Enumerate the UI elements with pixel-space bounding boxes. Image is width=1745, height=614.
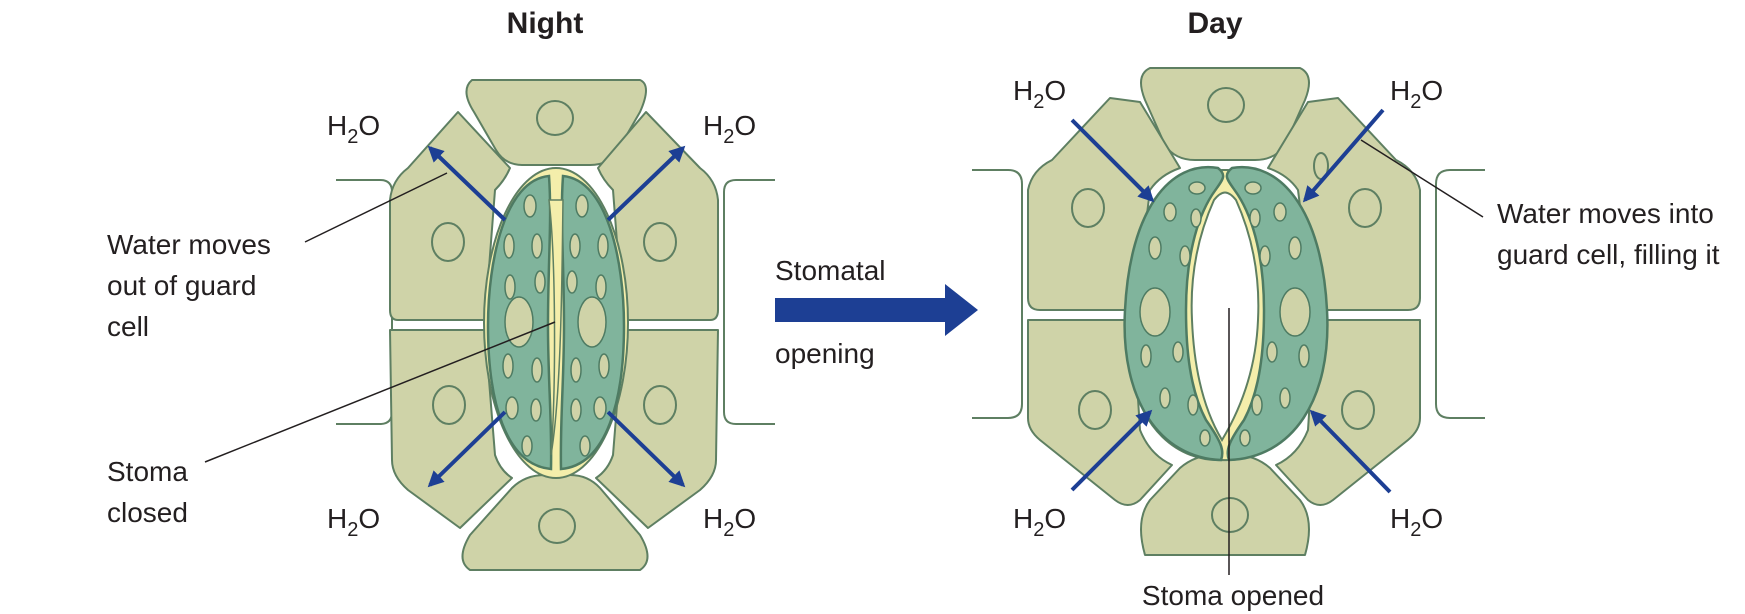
h2o-label: H2O bbox=[1013, 503, 1066, 541]
arrow-in-bottom-right bbox=[1309, 409, 1392, 494]
water-leader-line bbox=[1360, 139, 1484, 218]
h2o-label: H2O bbox=[703, 503, 756, 541]
h2o-label: H2O bbox=[1013, 75, 1066, 113]
nuclei bbox=[431, 100, 677, 544]
day-water-label: Water moves into guard cell, filling it bbox=[1497, 198, 1722, 270]
water-out-arrows bbox=[427, 145, 686, 488]
night-stoma-closed-diagram bbox=[204, 79, 775, 571]
epidermal-cells bbox=[389, 79, 719, 571]
stoma-leader-line bbox=[204, 321, 556, 463]
transition-label-line1: Stomatal bbox=[775, 255, 886, 286]
h2o-label: H2O bbox=[1390, 75, 1443, 113]
guard-cells-open bbox=[1123, 165, 1329, 462]
night-water-label: Water moves out of guard cell bbox=[107, 229, 279, 342]
nuclei bbox=[1071, 87, 1382, 533]
night-stoma-label: Stoma closed bbox=[107, 456, 196, 528]
water-in-arrows bbox=[1070, 108, 1392, 494]
day-title: Day bbox=[1187, 7, 1242, 40]
arrow-out-bottom-left bbox=[427, 410, 507, 488]
arrow-in-bottom-left bbox=[1070, 409, 1153, 492]
arrow-in-top-left bbox=[1070, 118, 1155, 203]
transition-arrow bbox=[775, 284, 978, 336]
guard-cells-closed bbox=[483, 167, 629, 479]
arrow-out-top-right bbox=[606, 145, 686, 222]
arrow-out-top-left bbox=[427, 145, 507, 222]
h2o-label: H2O bbox=[703, 110, 756, 148]
water-leader-line bbox=[304, 172, 448, 243]
h2o-label: H2O bbox=[327, 110, 380, 148]
h2o-label: H2O bbox=[327, 503, 380, 541]
day-stoma-label: Stoma opened bbox=[1142, 580, 1324, 611]
h2o-label: H2O bbox=[1390, 503, 1443, 541]
epidermal-cells bbox=[1027, 67, 1421, 556]
day-stoma-open-diagram bbox=[972, 67, 1485, 575]
transition-label-line2: opening bbox=[775, 338, 875, 369]
arrow-out-bottom-right bbox=[606, 410, 686, 488]
night-title: Night bbox=[507, 7, 584, 40]
arrow-in-top-right bbox=[1302, 108, 1385, 203]
